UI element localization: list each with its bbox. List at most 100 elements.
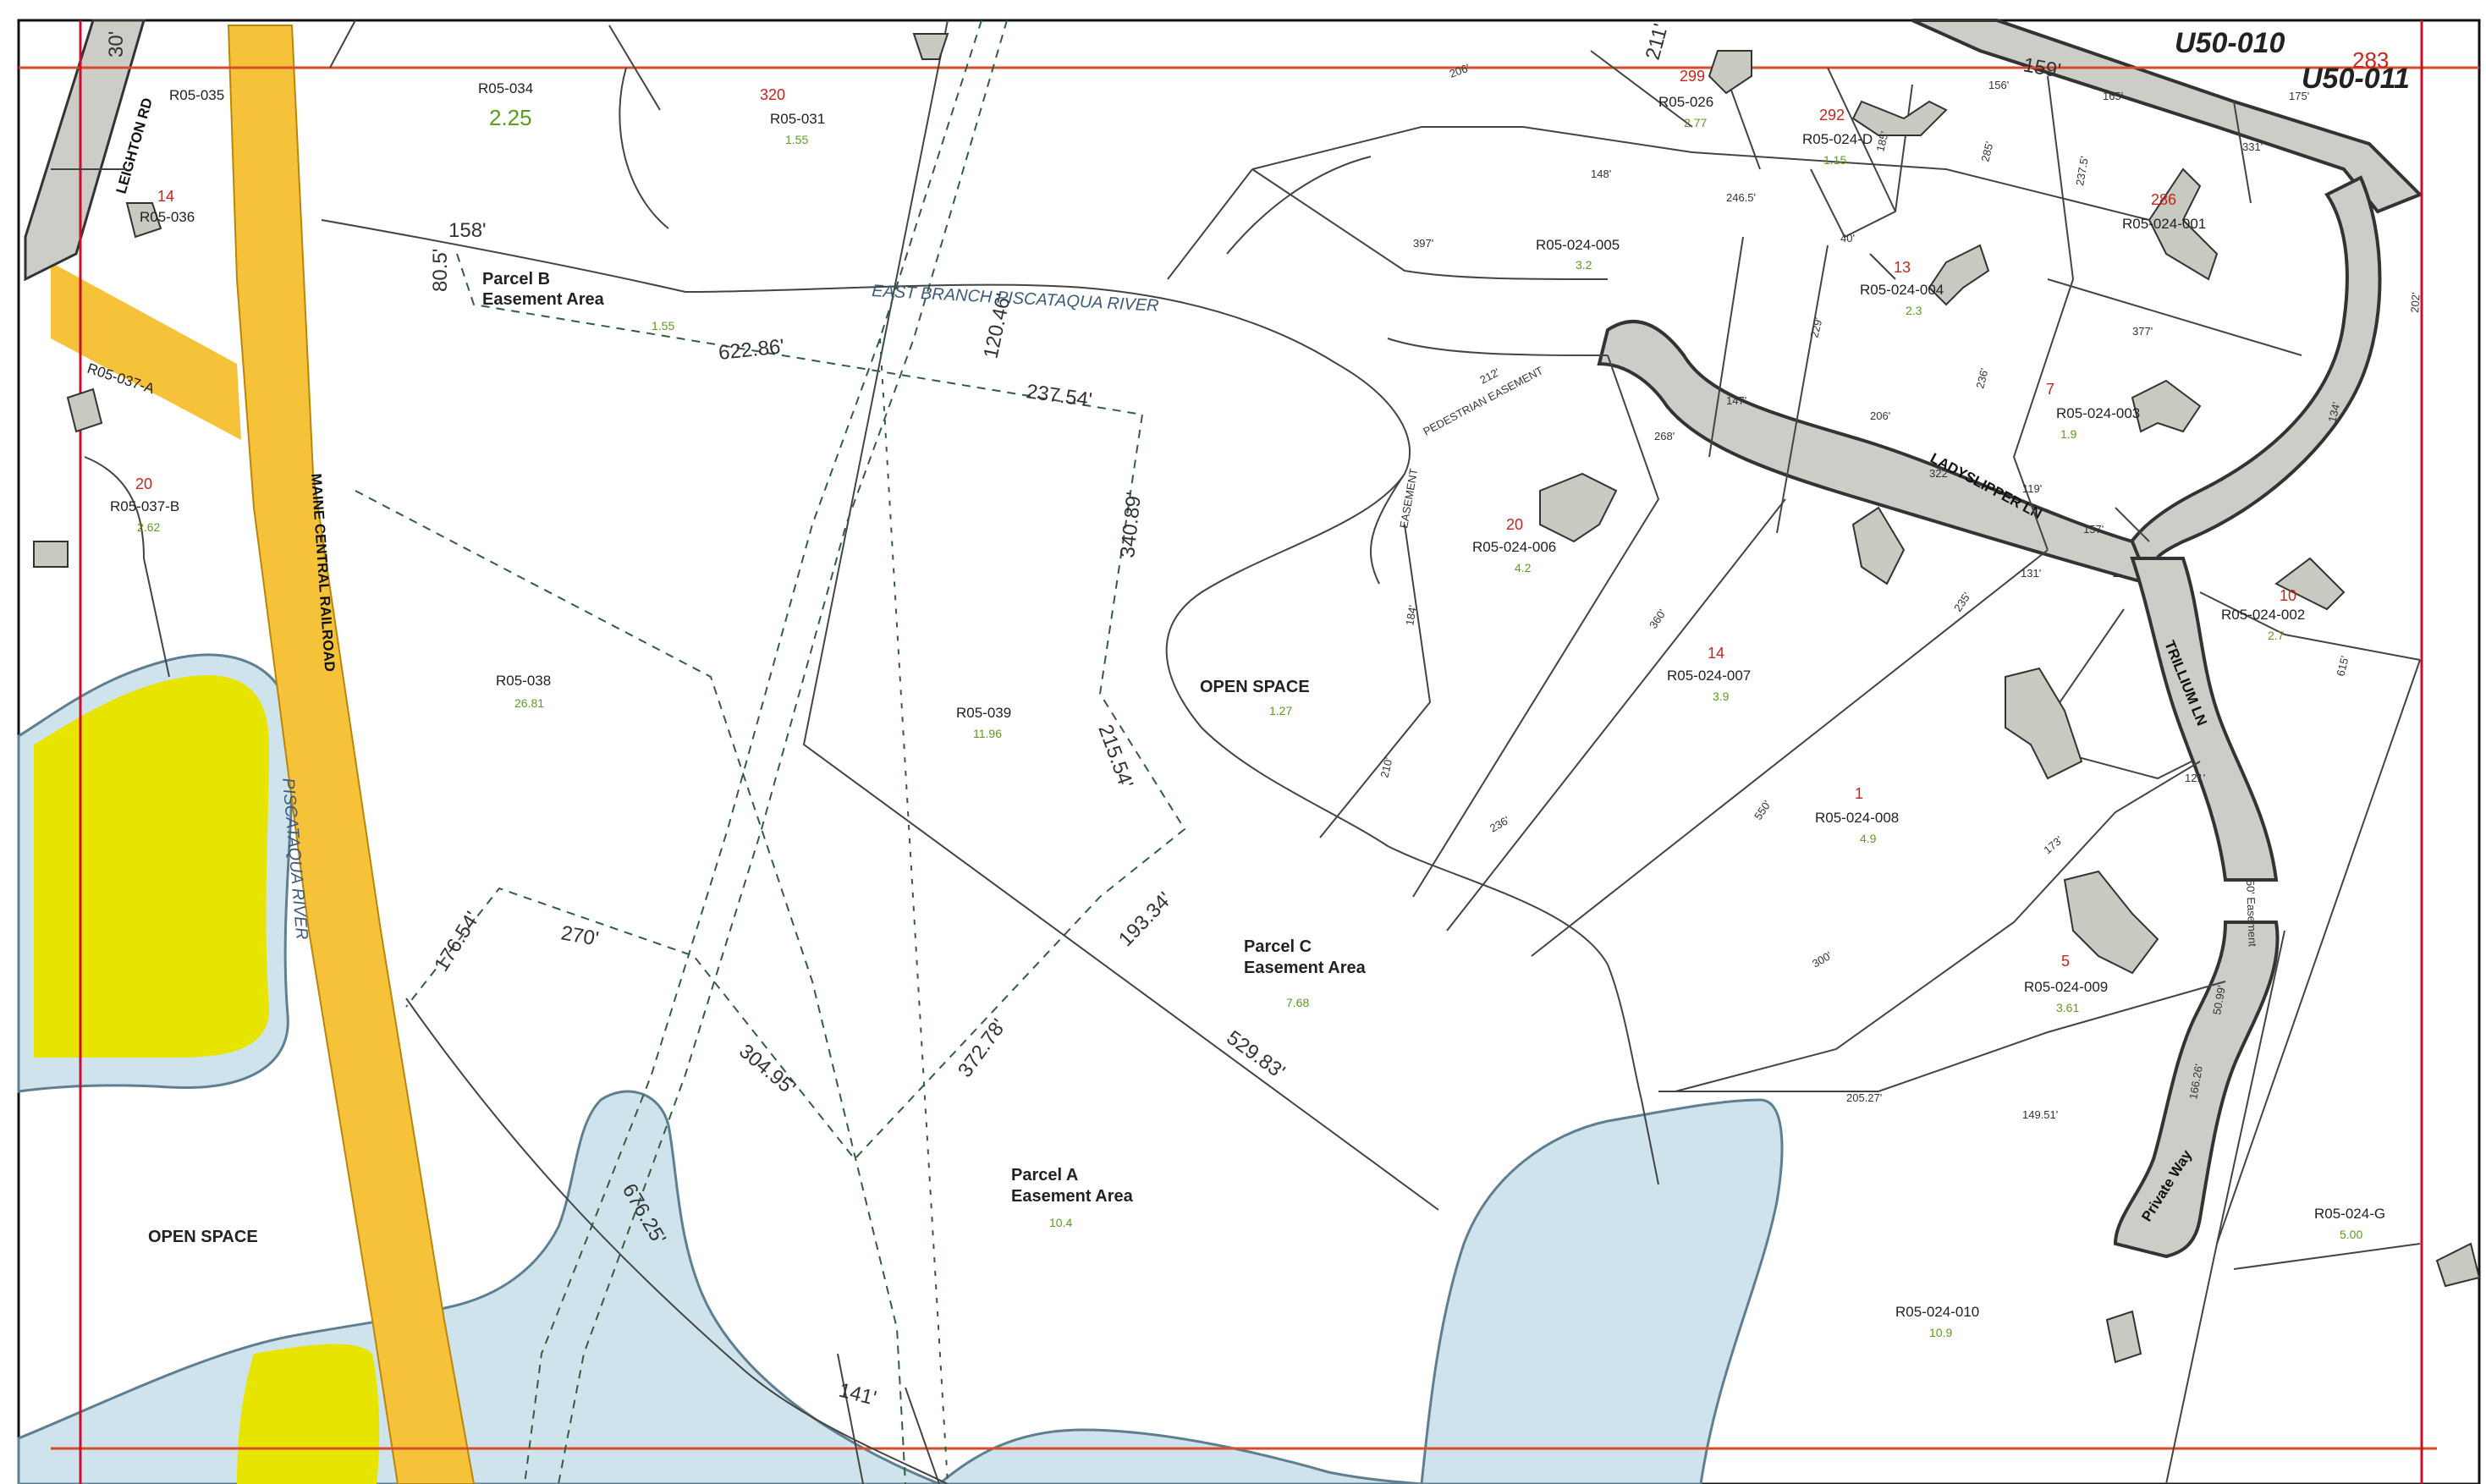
parcel-r05-024-002-acres: 2.7 xyxy=(2268,629,2285,642)
small-dim-14: 268' xyxy=(1654,430,1675,442)
parcel-r05-024-007-acres: 3.9 xyxy=(1713,690,1730,703)
parcel-r05-039-acres: 11.96 xyxy=(973,727,1002,740)
parcel-lines xyxy=(51,19,2421,1484)
open-space-acres: 1.27 xyxy=(1269,704,1292,717)
parcel-r05-024-d-id: R05-024-D xyxy=(1802,131,1873,147)
parcel-r05-034-id: R05-034 xyxy=(478,80,533,96)
parcel-c-label-2: Easement Area xyxy=(1244,959,1367,977)
dim-158: 158' xyxy=(448,219,487,242)
parcel-r05-024-d-num: 292 xyxy=(1819,107,1845,124)
parcel-r05-036-id: R05-036 xyxy=(140,209,195,225)
small-dim-9: 185' xyxy=(1873,130,1890,153)
parcel-b-acres: 1.55 xyxy=(652,319,674,333)
parcel-a-label-1: Parcel A xyxy=(1011,1166,1078,1184)
parcel-r05-024-001-num: 286 xyxy=(2151,191,2176,208)
parcel-r05-038-acres: 26.81 xyxy=(514,696,544,710)
small-dim-1: 175' xyxy=(2289,90,2309,102)
parcel-r05-024-g-id: R05-024-G xyxy=(2314,1206,2385,1222)
small-dim-34: 202' xyxy=(2408,292,2423,313)
parcel-r05-024-008-id: R05-024-008 xyxy=(1815,810,1899,826)
parcel-r05-024-004-id: R05-024-004 xyxy=(1860,282,1944,298)
parcel-r05-024-005-id: R05-024-005 xyxy=(1536,237,1620,253)
open-space-left-label: OPEN SPACE xyxy=(148,1228,258,1246)
small-dim-31: 184' xyxy=(1403,604,1419,626)
parcel-r05-024-d-acres: 1.15 xyxy=(1823,153,1846,167)
small-dim-3: 156' xyxy=(1988,79,2009,91)
small-dim-15: 322' xyxy=(1929,467,1950,480)
small-dim-18: 131' xyxy=(2021,567,2041,580)
small-dim-16: 119' xyxy=(2022,482,2042,495)
small-dim-32: 615' xyxy=(2334,655,2351,678)
parcel-r05-024-006-num: 20 xyxy=(1506,516,1523,533)
area-labels: Parcel B Easement Area 1.55 Parcel C Eas… xyxy=(148,270,2259,1246)
easement-lines xyxy=(355,19,1186,1484)
small-dim-0: 165' xyxy=(2103,90,2123,102)
parcel-r05-037-b-num: 20 xyxy=(135,475,152,492)
small-dim-8: 229' xyxy=(1807,316,1824,339)
parcel-r05-024-007-num: 14 xyxy=(1708,645,1724,662)
small-dim-11: 236' xyxy=(1973,367,1990,390)
parcel-r05-024-009-num: 5 xyxy=(2061,953,2070,970)
parcel-r05-024-006-id: R05-024-006 xyxy=(1472,539,1556,555)
parcel-r05-024-003-acres: 1.9 xyxy=(2060,427,2077,441)
parcel-r05-024-002-num: 10 xyxy=(2280,587,2296,604)
small-dim-24: 121' xyxy=(2185,772,2205,784)
dim-30: 30' xyxy=(105,31,128,58)
easement-50-label: 50' Easement xyxy=(2244,880,2259,948)
parcel-b-label-1: Parcel B xyxy=(482,270,550,289)
small-dim-25: 205.27' xyxy=(1846,1091,1882,1104)
buildings xyxy=(33,33,2481,1364)
small-dim-2: 331' xyxy=(2242,140,2263,153)
parcel-r05-026-acres: 2.77 xyxy=(1684,116,1707,129)
parcel-r05-024-010-acres: 10.9 xyxy=(1929,1326,1952,1339)
parcel-r05-024-007-id: R05-024-007 xyxy=(1667,668,1751,684)
parcel-r05-024-004-acres: 2.3 xyxy=(1906,304,1922,317)
dim-80-5: 80.5' xyxy=(429,249,452,292)
parcel-r05-035-id: R05-035 xyxy=(169,87,224,103)
parcel-r05-039-id: R05-039 xyxy=(956,705,1011,721)
small-dim-27: 166.26' xyxy=(2186,1063,2205,1100)
parcel-r05-034-acres: 2.25 xyxy=(489,105,532,130)
small-dim-10: 377' xyxy=(2132,325,2153,338)
parcel-r05-037-b-acres: 2.62 xyxy=(137,520,160,534)
parcel-r05-036-num: 14 xyxy=(157,188,174,205)
tile-bottom-label: U50-011 xyxy=(2302,63,2410,95)
parcel-labels: R05-034 2.25 320 R05-031 1.55 R05-035 14… xyxy=(85,68,2385,1339)
small-dim-28: 50.99' xyxy=(2210,984,2228,1015)
parcel-r05-037-b-id: R05-037-B xyxy=(110,498,179,514)
parcel-c-label-1: Parcel C xyxy=(1244,937,1312,956)
small-dim-7: 40' xyxy=(1840,232,1855,245)
parcel-b-label-2: Easement Area xyxy=(482,290,605,309)
parcel-c-acres: 7.68 xyxy=(1286,996,1309,1009)
parcel-r05-024-002-id: R05-024-002 xyxy=(2221,607,2305,623)
open-space-center-label: OPEN SPACE xyxy=(1200,678,1310,696)
small-dim-12: 206' xyxy=(1870,409,1890,422)
parcel-r05-026-num: 299 xyxy=(1680,68,1705,85)
parcel-r05-024-001-id: R05-024-001 xyxy=(2122,216,2206,232)
parcel-r05-024-005-acres: 3.2 xyxy=(1576,258,1592,272)
parcel-r05-024-003-num: 7 xyxy=(2046,381,2054,398)
parcel-r05-024-009-acres: 3.61 xyxy=(2056,1001,2079,1014)
tile-top-label: U50-010 xyxy=(2175,27,2285,59)
parcel-r05-031-id: R05-031 xyxy=(770,111,825,127)
parcel-r05-024-003-id: R05-024-003 xyxy=(2056,405,2140,421)
parcel-r05-024-g-acres: 5.00 xyxy=(2340,1228,2362,1241)
small-dim-26: 149.51' xyxy=(2022,1108,2058,1121)
parcel-r05-038-id: R05-038 xyxy=(496,673,551,689)
parcel-r05-031-num: 320 xyxy=(760,86,785,103)
small-dim-13: 147' xyxy=(1726,394,1746,407)
small-dim-4: 148' xyxy=(1591,168,1611,180)
parcel-r05-024-006-acres: 4.2 xyxy=(1515,561,1532,574)
parcel-r05-026-id: R05-026 xyxy=(1658,94,1713,110)
small-dim-36: 285' xyxy=(1978,140,1995,163)
parcel-r05-024-008-num: 1 xyxy=(1855,785,1863,802)
tile-number: 283 xyxy=(2352,47,2389,73)
parcel-r05-024-009-id: R05-024-009 xyxy=(2024,979,2108,995)
small-dim-29: 210' xyxy=(1378,756,1394,779)
small-dim-6: 397' xyxy=(1413,237,1433,250)
parcel-r05-024-008-acres: 4.9 xyxy=(1860,832,1877,845)
parcel-a-label-2: Easement Area xyxy=(1011,1187,1134,1206)
parcel-r05-024-004-num: 13 xyxy=(1894,259,1911,276)
parcel-a-acres: 10.4 xyxy=(1049,1216,1072,1229)
